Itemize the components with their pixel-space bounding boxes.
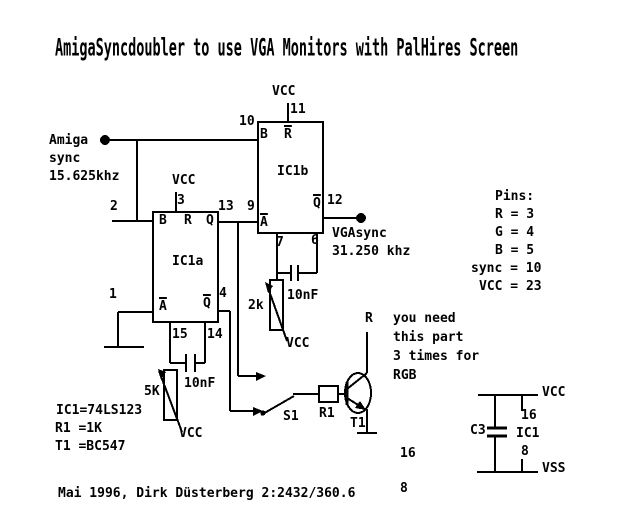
ic1a-port-a: A [159, 299, 167, 314]
vcc-label-ic1b: VCC [272, 84, 296, 99]
pin-10-label: 10 [239, 114, 255, 129]
footer-credit: Mai 1996, Dirk Düsterberg 2:2432/360.6 [58, 486, 356, 501]
node-dot-output [356, 213, 366, 223]
input-type-label: sync [49, 151, 81, 166]
pin-14-label: 14 [207, 327, 223, 342]
note-line-1: you need [393, 311, 456, 326]
transistor-t1-label: T1 [350, 416, 366, 431]
ic1a-box [152, 211, 219, 323]
pin-4-label: 4 [219, 286, 227, 301]
pin-3-label: 3 [177, 193, 185, 208]
ic1a-port-b: B [159, 213, 167, 228]
note-line-3: 3 times for [393, 349, 480, 364]
ic1b-port-reset: R [284, 127, 292, 142]
note-line-2: this part [393, 330, 464, 345]
ic1a-name: IC1a [172, 254, 204, 269]
pin-12-label: 12 [327, 193, 343, 208]
pin-table-row-vcc: VCC = 23 [479, 279, 542, 294]
pot-2k-body [269, 279, 284, 331]
pin-6-label: 6 [311, 233, 319, 248]
switch-s1-label: S1 [283, 409, 299, 424]
output-freq-label: 31.250 khz [332, 244, 411, 259]
emitter-arrow [355, 401, 366, 410]
ic1a-port-qbar: Q [203, 296, 211, 311]
contact-arrow-lower [253, 407, 263, 416]
floating-pin-8: 8 [400, 481, 408, 496]
pin-11-label: 11 [290, 102, 306, 117]
pin-table-row-r: R = 3 [495, 207, 535, 222]
pin-9-label: 9 [247, 199, 255, 214]
pin-7-label: 7 [276, 235, 284, 250]
pin-1-label: 1 [109, 287, 117, 302]
vcc-label-5k: VCC [179, 426, 203, 441]
note-line-4: RGB [393, 368, 417, 383]
pot-5k-arrow [158, 369, 166, 380]
ic1a-port-reset: R [184, 213, 192, 228]
contact-arrow-upper [256, 372, 266, 381]
parts-list-t1: T1 =BC547 [55, 439, 126, 454]
cap-10nf-ic1b-label: 10nF [287, 288, 319, 303]
output-name-label: VGAsync [332, 226, 387, 241]
switch-pivot-dot [260, 410, 266, 416]
pot-5k-body [163, 369, 178, 421]
pin-15-label: 15 [172, 327, 188, 342]
resistor-r1-body [318, 385, 339, 403]
pin-16-label: 16 [521, 408, 537, 423]
parts-list-r1: R1 =1K [55, 421, 102, 436]
pin-table-row-b: B = 5 [495, 243, 535, 258]
transistor-collector [346, 372, 368, 390]
vss-rail-label: VSS [542, 461, 566, 476]
resistor-r1-label: R1 [319, 406, 335, 421]
collector-net-label: R [365, 311, 373, 326]
pin-table-row-g: G = 4 [495, 225, 535, 240]
ic1b-port-a: A [260, 215, 268, 230]
switch-lever [260, 395, 295, 416]
pin-table-row-sync: sync = 10 [471, 261, 542, 276]
pin-2-label: 2 [110, 199, 118, 214]
pin-13-label: 13 [218, 199, 234, 214]
pot-5k-label: 5K [144, 384, 160, 399]
pot-2k-arrow [265, 282, 273, 293]
pot-5k-wiper [158, 370, 183, 433]
ic1b-port-b: B [260, 127, 268, 142]
ic1b-port-qbar: Q [313, 196, 321, 211]
pot-2k-wiper [266, 284, 288, 342]
ic1b-box [257, 121, 324, 234]
bypass-ic1-label: IC1 [516, 426, 540, 441]
pin-table-title: Pins: [495, 189, 535, 204]
input-name-label: Amiga [49, 133, 89, 148]
floating-pin-16: 16 [400, 446, 416, 461]
input-freq-label: 15.625khz [49, 169, 120, 184]
pot-2k-label: 2k [248, 298, 264, 313]
ic1a-port-q: Q [206, 213, 214, 228]
cap-10nf-ic1a-label: 10nF [184, 376, 216, 391]
pin-8-label: 8 [521, 444, 529, 459]
vcc-label-2k: VCC [286, 336, 310, 351]
transistor-circle [344, 372, 372, 414]
page-title: AmigaSyncdoubler to use VGA Monitors wit… [55, 34, 519, 63]
ic1b-name: IC1b [277, 164, 309, 179]
cap-c3-label: C3 [470, 423, 486, 438]
vcc-rail-label: VCC [542, 385, 566, 400]
vcc-label-ic1a: VCC [172, 173, 196, 188]
node-dot-input [100, 135, 110, 145]
parts-list-ic1: IC1=74LS123 [56, 403, 143, 418]
